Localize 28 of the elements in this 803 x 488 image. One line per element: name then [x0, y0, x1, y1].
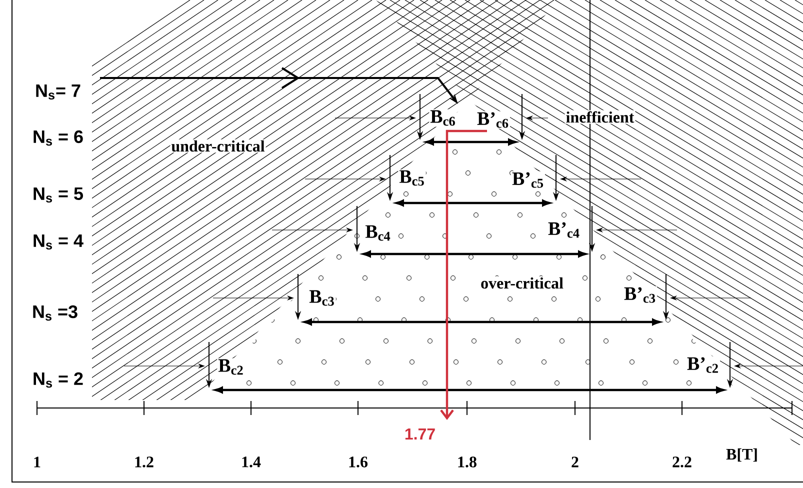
region-label: under-critical — [170, 139, 266, 153]
region-label: inefficient — [564, 110, 636, 124]
row-label: N$_{s}$ = 6 — [31, 129, 85, 147]
row-label: N$_{s}$ = 5 — [31, 186, 85, 204]
row-label: N$_{s}$ =3 — [31, 304, 80, 322]
field-label: B’$_{c2}$ — [686, 356, 720, 374]
field-label: B$_{c5}$ — [398, 169, 426, 187]
tick-label: 2.2 — [671, 456, 693, 468]
tick-label: 1.6 — [347, 456, 369, 468]
tick-label: 2 — [570, 456, 580, 468]
axis-label: B[T] — [725, 447, 759, 463]
row-label: N$_{s}$ = 2 — [31, 371, 85, 389]
field-label: B$_{c6}$ — [429, 109, 457, 127]
field-label: B’$_{c3}$ — [622, 286, 658, 304]
tick-label: 1.4 — [240, 456, 262, 468]
value-label: 1.77 — [403, 428, 437, 440]
region-label: over-critical — [480, 276, 564, 290]
tick-label: 1.2 — [133, 456, 155, 468]
field-label: B’$_{c4}$ — [546, 221, 582, 239]
field-label: B’$_{c5}$ — [510, 171, 546, 189]
row-label: N$_{s}$ = 4 — [31, 233, 85, 251]
field-label: B’$_{c6}$ — [476, 111, 510, 129]
tick-label: 1.8 — [456, 456, 478, 468]
row-label: N$_{s}$= 7 — [34, 83, 82, 101]
tick-label: 1 — [32, 456, 42, 468]
field-label: B$_{c4}$ — [364, 224, 392, 242]
field-label: B$_{c2}$ — [217, 358, 245, 376]
field-label: B$_{c3}$ — [308, 289, 336, 307]
